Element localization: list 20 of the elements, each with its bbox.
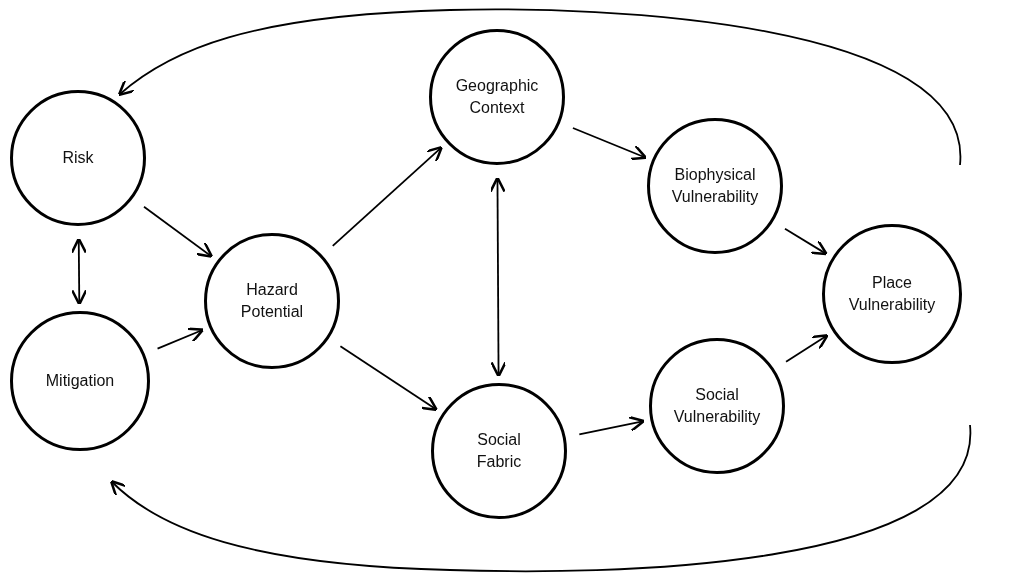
node-label: Social Fabric: [475, 430, 523, 472]
node-label: Geographic Context: [454, 76, 540, 118]
arrow: [489, 176, 507, 378]
arrow: [143, 205, 214, 258]
arrow: [339, 345, 438, 412]
node-label: Mitigation: [44, 371, 116, 392]
node-label: Place Vulnerability: [847, 273, 937, 315]
arrow: [578, 415, 646, 436]
node-label: Social Vulnerability: [672, 385, 762, 427]
arrow: [156, 327, 205, 350]
arrow: [785, 334, 829, 363]
arrow: [70, 237, 88, 306]
arrow: [117, 8, 961, 166]
arrow: [572, 127, 648, 161]
arrow: [331, 145, 443, 247]
node-label: Risk: [61, 148, 95, 169]
node-label: Biophysical Vulnerability: [670, 165, 760, 207]
arrow: [784, 227, 828, 256]
arrow: [109, 424, 971, 573]
node-label: Hazard Potential: [239, 280, 305, 322]
